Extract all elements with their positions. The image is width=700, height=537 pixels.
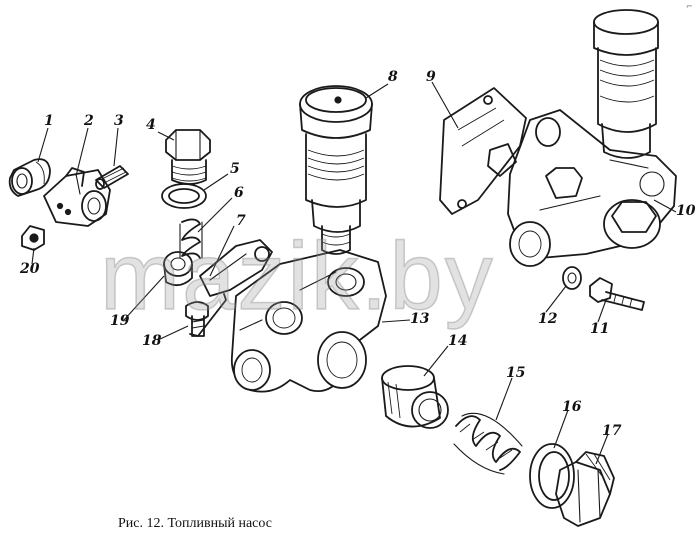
callout-15: 15 — [506, 365, 526, 381]
callout-10: 10 — [676, 203, 696, 219]
part-17-plug — [555, 451, 615, 527]
part-15-spring — [453, 412, 523, 475]
part-4-hex-plug — [165, 129, 211, 185]
callout-18: 18 — [142, 333, 162, 349]
part-10-pump-assembly — [487, 9, 677, 267]
callout-12: 12 — [538, 311, 558, 327]
part-9-gasket-plate — [439, 87, 527, 215]
callout-2: 2 — [84, 113, 94, 129]
callout-13: 13 — [410, 311, 430, 327]
callout-7: 7 — [236, 213, 246, 229]
part-5-washer — [161, 183, 207, 209]
callout-3: 3 — [114, 113, 124, 129]
callout-14: 14 — [448, 333, 468, 349]
part-14-sleeve — [381, 365, 449, 429]
callout-16: 16 — [562, 399, 582, 415]
callout-4: 4 — [146, 117, 156, 133]
part-3-pin — [95, 165, 129, 190]
part-2-bracket — [43, 167, 111, 227]
part-7-lever — [189, 239, 273, 337]
corner-mark: ⌐ — [686, 2, 693, 11]
callout-20: 20 — [20, 261, 40, 277]
callout-1: 1 — [44, 113, 54, 129]
callout-17: 17 — [602, 423, 622, 439]
leader-lines — [31, 81, 677, 465]
part-11-bolt — [589, 277, 645, 311]
callout-6: 6 — [234, 185, 244, 201]
part-19-seat — [163, 251, 193, 287]
callout-9: 9 — [426, 69, 436, 85]
part-16-gasket — [529, 443, 575, 509]
figure-caption: Рис. 12. Топливный насос — [118, 516, 272, 531]
part-8-priming-pump — [299, 85, 373, 255]
callout-8: 8 — [388, 69, 398, 85]
callout-19: 19 — [110, 313, 130, 329]
part-18-bolt — [185, 301, 209, 337]
callout-11: 11 — [590, 321, 610, 337]
part-13-pump-body — [230, 249, 387, 393]
part-20-nut — [21, 225, 45, 251]
part-1-ring — [8, 158, 51, 197]
callout-5: 5 — [230, 161, 240, 177]
part-12-lock-washer — [562, 266, 582, 290]
